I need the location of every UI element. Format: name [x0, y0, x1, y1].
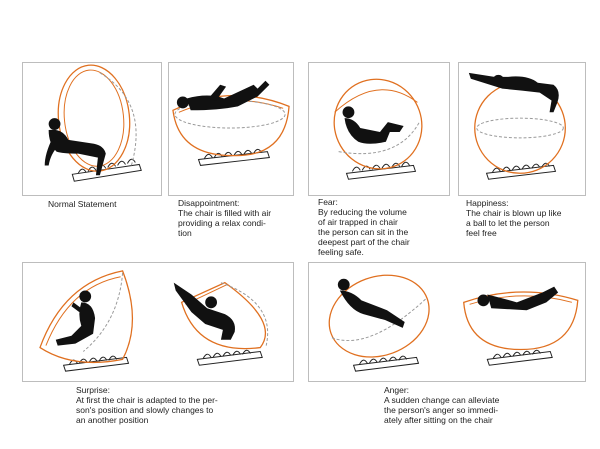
- person-figure: [468, 72, 559, 113]
- caption-line: Disappointment:: [178, 198, 240, 208]
- caption-line: the person can sit in the: [318, 227, 409, 237]
- person-figure: [55, 290, 96, 346]
- chair-stand: [197, 148, 271, 166]
- caption-surprise: Surprise: At first the chair is adapted …: [76, 385, 218, 425]
- normal-illustration: [44, 64, 142, 182]
- caption-line: The chair is blown up like: [466, 208, 562, 218]
- person-figure: [337, 278, 405, 328]
- chair-stand: [62, 355, 130, 372]
- chair-stand: [71, 158, 142, 182]
- caption-line: Normal Statement: [48, 199, 117, 209]
- panel-disappointment: [168, 62, 294, 196]
- caption-fear: Fear: By reducing the volume of air trap…: [318, 197, 410, 257]
- caption-anger: Anger: A sudden change can alleviate the…: [384, 385, 499, 425]
- panel-anger: [308, 262, 586, 382]
- caption-line: By reducing the volume: [318, 207, 407, 217]
- caption-normal: Normal Statement: [48, 199, 117, 209]
- anger-illustration: [328, 274, 579, 372]
- chair-stand: [352, 355, 420, 372]
- caption-line: son's position and slowly changes to: [76, 405, 214, 415]
- chair-stand: [486, 349, 553, 366]
- panel-happiness: [458, 62, 586, 196]
- person-figure: [342, 106, 404, 144]
- caption-line: deepest part of the chair: [318, 237, 410, 247]
- caption-line: ately after sitting on the chair: [384, 415, 493, 425]
- person-figure: [176, 80, 270, 111]
- fear-illustration: [333, 78, 423, 180]
- person-figure: [173, 282, 235, 340]
- caption-happiness: Happiness: The chair is blown up like a …: [466, 198, 561, 238]
- happiness-illustration: [468, 72, 566, 180]
- caption-line: tion: [178, 228, 192, 238]
- caption-line: The chair is filled with air: [178, 208, 272, 218]
- chair-shell: [57, 64, 137, 172]
- surprise-illustration: [39, 270, 268, 372]
- chair-stand: [196, 349, 263, 366]
- caption-line: feel free: [466, 228, 497, 238]
- caption-line: Fear:: [318, 197, 338, 207]
- caption-line: a ball to let the person: [466, 218, 550, 228]
- chair-shell: [39, 270, 134, 364]
- panel-fear: [308, 62, 450, 196]
- person-figure: [477, 286, 559, 311]
- caption-line: providing a relax condi-: [178, 218, 266, 228]
- panel-normal: [22, 62, 162, 196]
- person-figure: [44, 118, 106, 176]
- caption-line: Anger:: [384, 385, 410, 395]
- caption-line: an another position: [76, 415, 149, 425]
- caption-line: A sudden change can alleviate: [384, 395, 500, 405]
- caption-line: Happiness:: [466, 198, 509, 208]
- chair-stand: [485, 162, 557, 180]
- caption-line: At first the chair is adapted to the per…: [76, 395, 218, 405]
- caption-line: Surprise:: [76, 385, 111, 395]
- caption-line: feeling safe.: [318, 247, 364, 257]
- caption-disappointment: Disappointment: The chair is filled with…: [178, 198, 271, 238]
- panel-surprise: [22, 262, 294, 382]
- caption-line: of air trapped in chair: [318, 217, 398, 227]
- chair-shell: [333, 78, 423, 170]
- chair-stand: [345, 161, 417, 180]
- caption-line: the person's anger so immedi-: [384, 405, 499, 415]
- disappointment-illustration: [172, 80, 290, 166]
- chair-shell: [328, 274, 430, 358]
